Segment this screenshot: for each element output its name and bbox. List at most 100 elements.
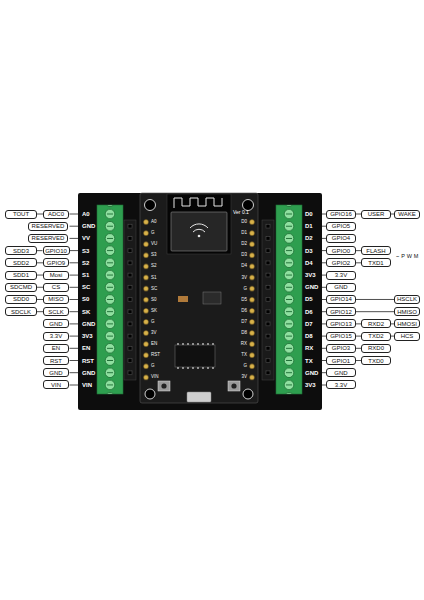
pin-function-label: GPIO3 [332,345,350,351]
terminal-pin-label: EN [82,345,90,351]
callout-box: HSCLK [394,295,420,304]
pin-function-label: FLASH [366,248,385,254]
callout-box: GND [326,368,356,377]
voltage-regulator [203,292,221,304]
terminal-pin-label: RST [82,358,94,364]
terminal-pin-label: RX [305,345,313,351]
pin-function-label: SDCLK [11,309,31,315]
callout-box: GPIO16 [326,210,356,219]
terminal-pin-label: 3V3 [305,382,316,388]
pin-function-label: SDD1 [13,272,29,278]
capacitor [178,296,188,302]
wifi-logo [198,235,201,238]
pin-function-label: TOUT [13,211,29,217]
terminal-pin-label: GND [305,284,318,290]
pwm-note: ~ P W M [396,254,419,260]
callout-box: GPIO15 [326,332,356,341]
callout-box: GPIO12 [326,307,356,316]
terminal-pin-label: 3V3 [82,333,93,339]
terminal-pin-label: D0 [305,211,313,217]
pin-function-label: 3.3V [50,333,62,339]
module-pin-label: G [151,364,155,369]
terminal-pin-label: 3V3 [305,272,316,278]
pin-function-label: GPIO15 [330,333,352,339]
terminal-pin-label: D1 [305,223,313,229]
module-pin-label: SK [151,309,157,314]
terminal-pin-label: GND [305,370,318,376]
pin-function-label: GPIO1 [332,358,350,364]
terminal-block [276,205,302,394]
usb-serial-chip [175,345,215,367]
callout-box: WAKE [394,210,420,219]
module-pin-label: 3V [151,331,157,336]
pin-function-label: RST [50,358,62,364]
callout-box: HCS [394,332,420,341]
terminal-pin-label: VV [82,235,90,241]
callout-box: RST [43,356,69,365]
callout-box: 3.3V [43,332,69,341]
callout-box: SDD0 [5,295,37,304]
pin-function-label: USER [368,211,385,217]
terminal-pin-label: D3 [305,248,313,254]
callout-box: EN [43,344,69,353]
module-pin-label: VU [151,242,157,247]
mounting-hole [243,389,253,399]
callout-box: SDD2 [5,258,37,267]
terminal-pin-label: GND [82,223,95,229]
pin-function-label: MISO [48,296,63,302]
callout-box: VIN [43,380,69,389]
pin-function-label: TXD2 [368,333,383,339]
callout-box: GND [43,368,69,377]
module-pin-label: D1 [241,231,247,236]
module-pin-label: SC [151,286,157,291]
pin-function-label: SCLK [48,309,64,315]
micro-usb [187,392,211,402]
pin-function-label: GPIO16 [330,211,352,217]
terminal-pin-label: D8 [305,333,313,339]
module-pin-label: S2 [151,264,157,269]
terminal-pin-label: D2 [305,235,313,241]
pin-function-label: GPIO5 [332,223,350,229]
callout-box: GPIO1 [326,356,356,365]
module-pin-label: D0 [241,220,247,225]
callout-box: GPIO10 [43,246,70,255]
pin-function-label: GND [49,321,62,327]
callout-box: SDCMD [5,283,37,292]
callout-box: ADC0 [43,210,69,219]
callout-box: GPIO2 [326,258,356,267]
pin-function-label: GPIO10 [45,248,67,254]
terminal-pin-label: D6 [305,309,313,315]
module-pin-label: 3V [241,375,247,380]
module-pin-label: D2 [241,242,247,247]
pin-function-label: 3.3V [335,382,347,388]
terminal-pin-label: TX [305,358,313,364]
callout-box: USER [361,210,391,219]
callout-box: SDD1 [5,271,37,280]
chip-pins [178,343,213,369]
module-pin-label: G [243,286,247,291]
callout-box: TOUT [5,210,37,219]
pin-function-label: RESERVED [32,223,65,229]
pin-function-label: SDD0 [13,296,29,302]
callout-box: SCLK [43,307,69,316]
wifi-logo [190,224,208,232]
module-pin-label: RST [151,353,160,358]
terminal-pin-label: GND [82,321,95,327]
pin-function-label: GND [334,370,347,376]
callout-box: 3.3V [326,271,356,280]
pin-function-label: GPIO4 [332,235,350,241]
callout-box: RESERVED [28,234,68,243]
callout-box: HMOSI [394,319,420,328]
carrier-board [78,193,322,410]
callout-box: HMISO [394,307,420,316]
callout-box: GPIO14 [326,295,356,304]
module-pin-label: D6 [241,309,247,314]
pin-function-label: TXD1 [368,260,383,266]
pin-function-label: GND [49,370,62,376]
terminal-pin-label: VIN [82,382,92,388]
push-button [228,381,240,391]
pin-function-label: VIN [51,382,61,388]
terminal-pin-label: S0 [82,296,89,302]
callout-box: GND [326,283,356,292]
